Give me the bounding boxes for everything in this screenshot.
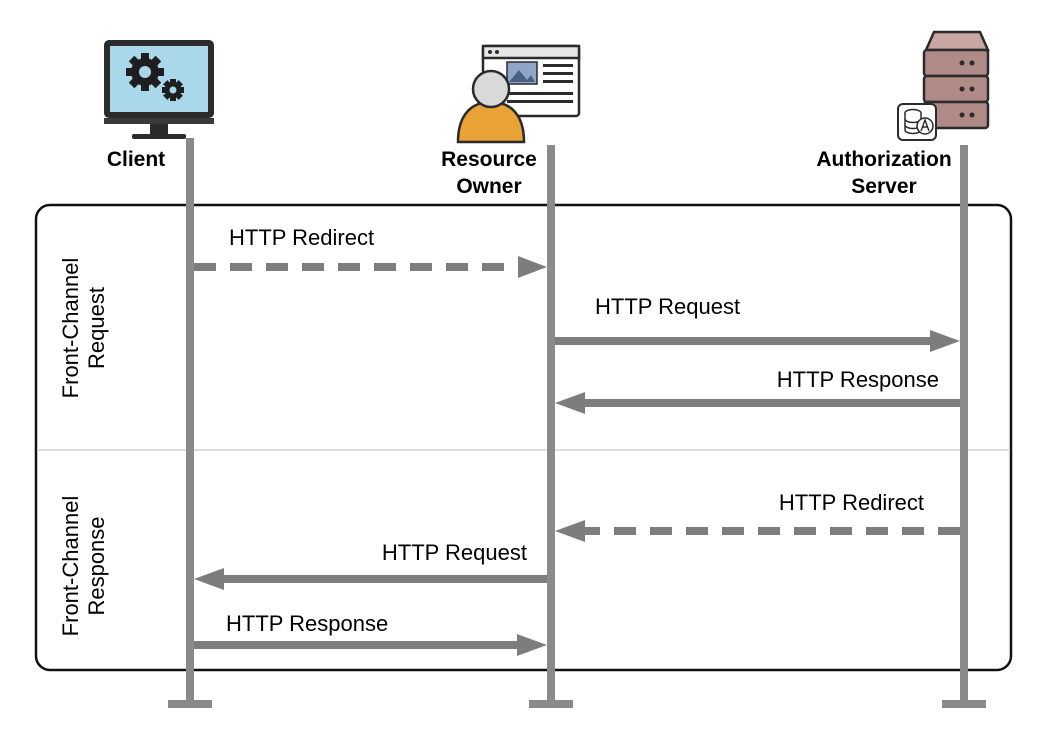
monitor-gears-icon bbox=[104, 40, 214, 139]
message-2-http-request bbox=[555, 330, 960, 352]
message-6-http-response bbox=[194, 634, 547, 656]
message-1-http-redirect bbox=[194, 256, 547, 278]
user-browser-icon bbox=[456, 44, 581, 144]
message-3-label: HTTP Response bbox=[777, 367, 939, 392]
resource-owner-label-line2: Owner bbox=[456, 175, 521, 198]
message-5-http-request bbox=[194, 568, 547, 590]
authorization-server-label-line1: Authorization bbox=[816, 148, 951, 171]
client-label: Client bbox=[107, 148, 165, 171]
server-stack-icon bbox=[897, 30, 990, 141]
phase-frame bbox=[34, 203, 1013, 672]
phase-request-label-line2: Request bbox=[84, 287, 109, 369]
phase-response-label-line1: Front-Channel bbox=[58, 496, 83, 637]
resource-owner-label-line1: Resource bbox=[441, 148, 537, 171]
lifeline-client bbox=[168, 138, 212, 708]
message-4-http-redirect bbox=[555, 520, 960, 542]
message-4-label: HTTP Redirect bbox=[779, 490, 924, 515]
message-5-label: HTTP Request bbox=[382, 540, 527, 565]
authorization-server-label-line2: Server bbox=[851, 175, 916, 198]
message-1-label: HTTP Redirect bbox=[229, 225, 374, 250]
phase-request-label-line1: Front-Channel bbox=[58, 258, 83, 399]
lifeline-authorization-server bbox=[942, 145, 986, 708]
message-6-label: HTTP Response bbox=[226, 611, 388, 636]
message-3-http-response bbox=[555, 392, 960, 414]
lifeline-resource-owner bbox=[529, 145, 573, 708]
message-2-label: HTTP Request bbox=[595, 294, 740, 319]
phase-response-label-line2: Response bbox=[84, 516, 109, 615]
